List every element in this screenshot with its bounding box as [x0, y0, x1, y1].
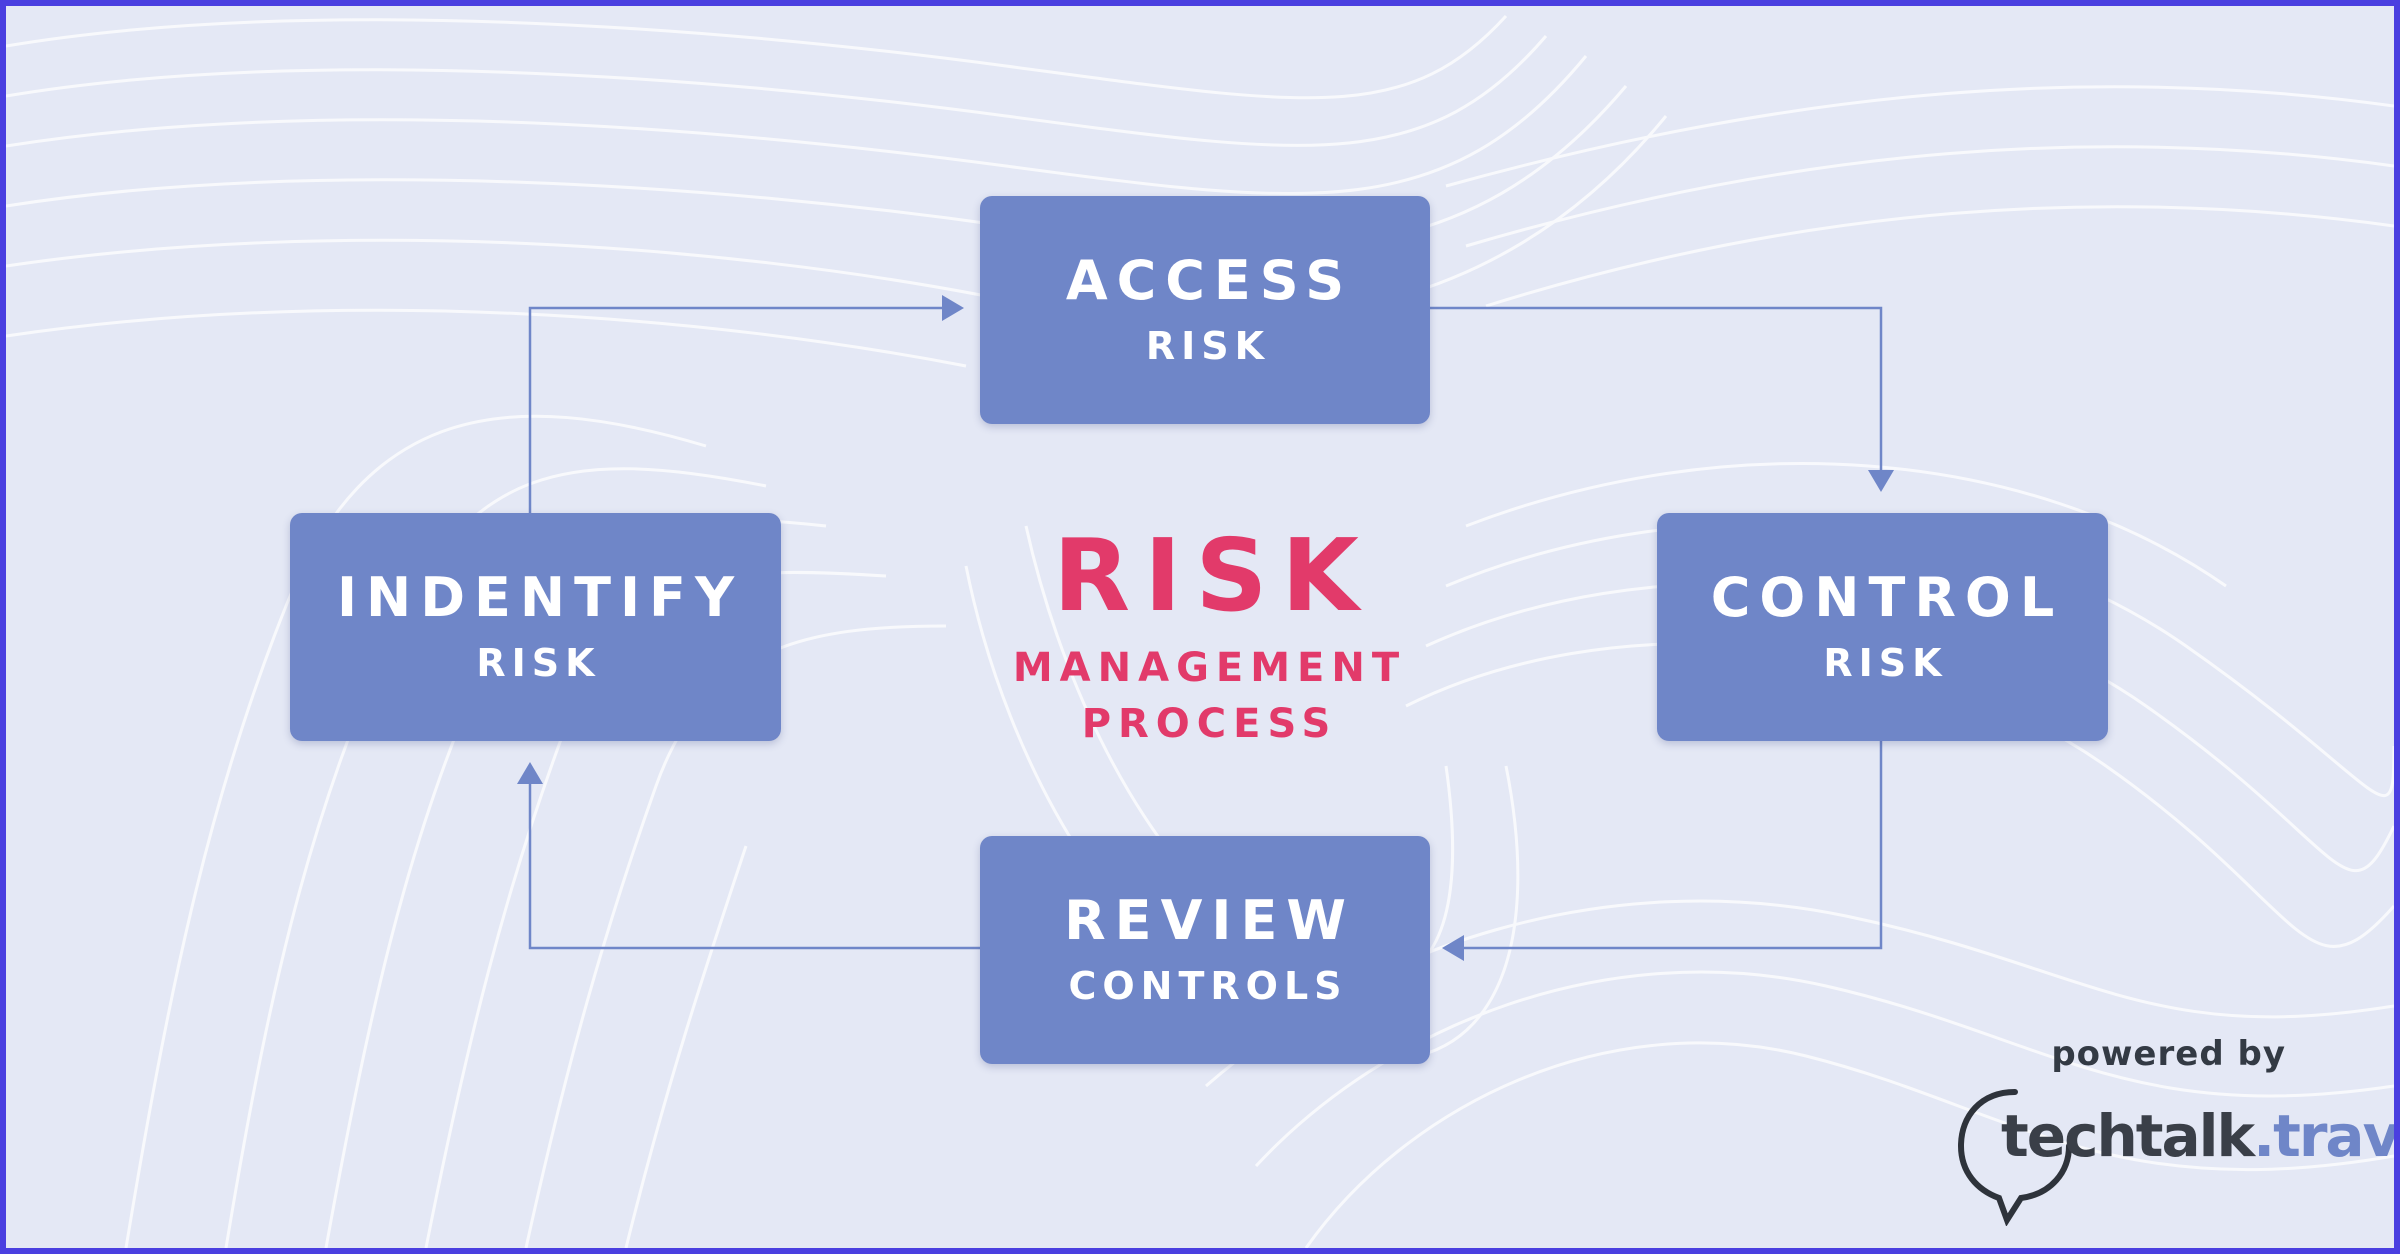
powered-by-label: powered by [2051, 1034, 2286, 1074]
step-title: CONTROL [1710, 565, 2064, 629]
step-title: ACCESS [1065, 248, 1354, 312]
arrowhead-access [942, 295, 964, 321]
step-box-access: ACCESS RISK [980, 196, 1430, 424]
center-title-line2: PROCESS [1081, 701, 1338, 747]
step-box-control: CONTROL RISK [1657, 513, 2108, 741]
step-box-review: REVIEW CONTROLS [980, 836, 1430, 1064]
arrow-control-to-review [1452, 741, 1883, 950]
arrow-identify-to-access [528, 306, 954, 513]
step-title: REVIEW [1064, 888, 1355, 952]
arrowhead-control [1868, 470, 1894, 492]
contour-background [6, 14, 2394, 1248]
brand-block: powered by techtalk.travel [1951, 1034, 2394, 1226]
step-subtitle: RISK [1145, 323, 1271, 368]
step-subtitle: CONTROLS [1068, 963, 1348, 1008]
center-title-line1: MANAGEMENT [1012, 645, 1407, 691]
center-title: RISK MANAGEMENT PROCESS [966, 526, 1446, 752]
arrowhead-review [1442, 935, 1464, 961]
flow-arrows [517, 295, 1894, 961]
logo-text-part2: .travel [2253, 1102, 2399, 1170]
arrow-access-to-control [1430, 306, 1883, 482]
arrow-review-to-identify [528, 772, 980, 950]
speech-bubble-icon [1957, 1089, 2072, 1226]
logo-text-part1: techtalk [2001, 1102, 2255, 1170]
brand-logo: techtalk.travel [2001, 1102, 2399, 1170]
step-box-identify: INDENTIFY RISK [290, 513, 781, 741]
step-title: INDENTIFY [336, 565, 744, 629]
step-subtitle: RISK [476, 640, 601, 685]
center-title-main: RISK [1053, 517, 1373, 634]
step-subtitle: RISK [1823, 640, 1948, 685]
arrowhead-identify [517, 762, 543, 784]
